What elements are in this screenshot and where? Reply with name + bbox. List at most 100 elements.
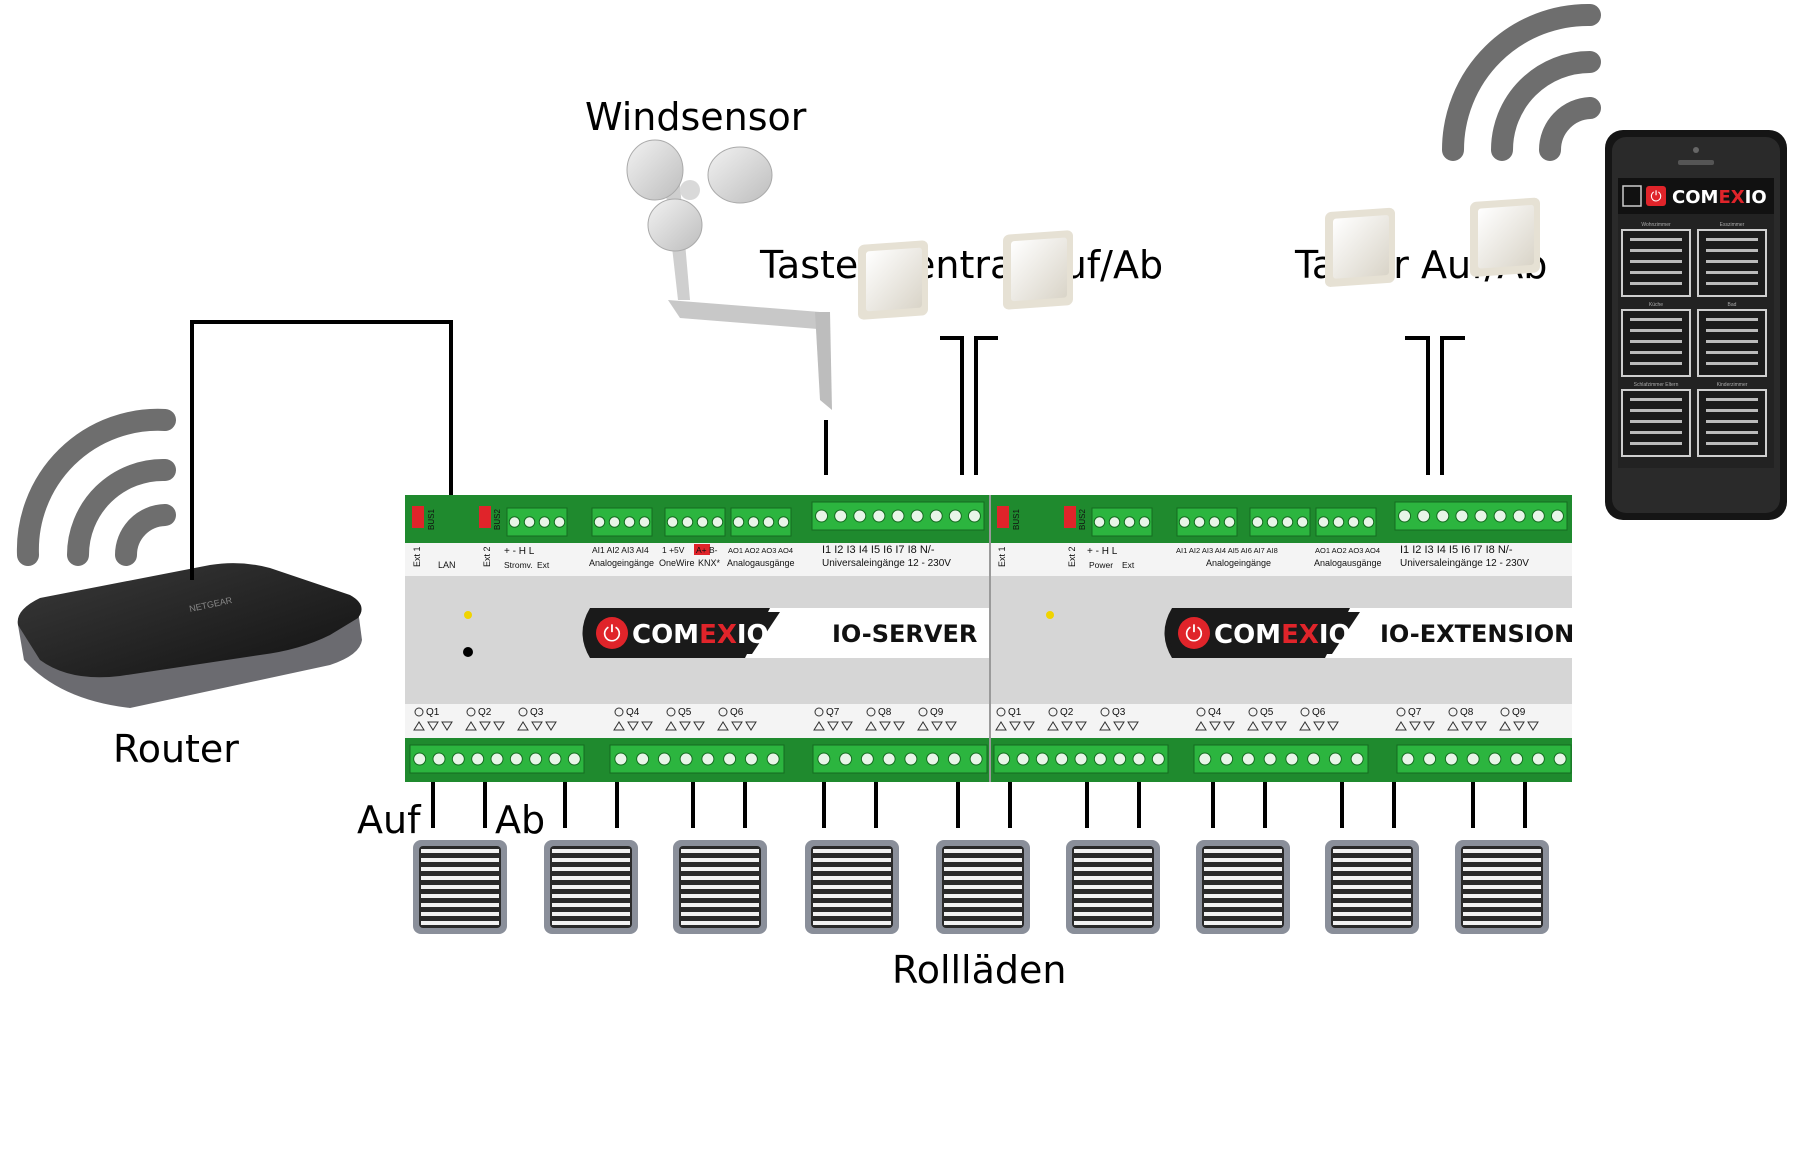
server-ai-top: AI1 AI2 AI3 AI4	[592, 545, 649, 555]
switch-aufab-wire-2	[1440, 336, 1465, 475]
terminal-block	[409, 744, 585, 774]
extension-ext2-text: Ext 2	[1067, 546, 1077, 567]
output-label: Q5	[1260, 707, 1274, 718]
server-ext1-text: Ext 1	[412, 546, 422, 567]
terminal-block	[506, 507, 568, 537]
shutter-icon	[413, 840, 507, 934]
output-label: Q8	[1460, 707, 1474, 718]
extension-power-text: Power	[1089, 560, 1113, 570]
extension-ext1-text: Ext 1	[997, 546, 1007, 567]
server-power-icon	[596, 617, 628, 649]
server-onewire-top: 1 +5V	[662, 545, 685, 555]
server-bus1-text: BUS1	[427, 509, 436, 530]
extension-brand-io: IO	[1319, 620, 1351, 650]
router-lan-cable	[190, 320, 453, 580]
router-label: Router	[113, 727, 239, 771]
server-inputs-label: Universaleingänge 12 - 230V	[822, 558, 951, 569]
phone-menu-icon	[1622, 185, 1642, 207]
phone-power-icon	[1646, 186, 1666, 206]
output-label: Q7	[826, 707, 840, 718]
terminal-block	[993, 744, 1169, 774]
output-label: Q3	[1112, 707, 1126, 718]
server-ao-label: Analogausgänge	[727, 558, 795, 568]
phone-brand-io: IO	[1745, 187, 1767, 208]
shutter-icon	[544, 840, 638, 934]
server-pm-text: + - H L	[504, 546, 535, 557]
extension-inputs-label: Universaleingänge 12 - 230V	[1400, 558, 1529, 569]
terminal-block	[811, 501, 985, 531]
extension-bus1-text: BUS1	[1012, 509, 1021, 530]
windsensor-label: Windsensor	[585, 95, 807, 139]
output-label: Q5	[678, 707, 692, 718]
svg-text:COMEXIO: COMEXIO	[1214, 620, 1351, 650]
terminal-block	[1176, 507, 1238, 537]
shutter-icon	[936, 840, 1030, 934]
output-label: Q6	[730, 707, 744, 718]
shutter-icon	[673, 840, 767, 934]
output-label: Q2	[478, 707, 492, 718]
extension-status-led	[1046, 611, 1054, 619]
router-device: NETGEAR	[17, 563, 362, 708]
server-ext-text: Ext	[537, 560, 550, 570]
extension-bus2-led	[1064, 506, 1076, 528]
terminal-block	[1315, 507, 1377, 537]
terminal-block	[1193, 744, 1369, 774]
shutter-icon	[805, 840, 899, 934]
server-model-text: IO-SERVER	[832, 620, 977, 648]
server-brand-com: COM	[632, 620, 699, 650]
switch-zentral-right	[1003, 230, 1073, 310]
phone-tile-label: Schlafzimmer Eltern	[1634, 382, 1679, 388]
server-onewire-label: OneWire	[659, 558, 695, 568]
server-inputs-top: I1 I2 I3 I4 I5 I6 I7 I8 N/-	[822, 544, 935, 556]
server-reset-hole	[463, 647, 473, 657]
phone-tile-label: Kinderzimmer	[1717, 382, 1748, 388]
switch-zentral-wire-2	[974, 336, 998, 475]
extension-bus2-text: BUS2	[1078, 509, 1087, 530]
terminal-block	[609, 744, 785, 774]
phone-brand-ex: EX	[1718, 187, 1744, 208]
svg-text:⏻: ⏻	[603, 622, 620, 647]
extension-ao-top: AO1 AO2 AO3 AO4	[1315, 546, 1380, 555]
terminal-block	[1394, 501, 1568, 531]
server-bus2-text: BUS2	[493, 509, 502, 530]
terminal-blocks	[409, 501, 1572, 774]
server-ai-label: Analogeingänge	[589, 558, 654, 568]
shutter-wires	[431, 782, 1527, 828]
server-knx-label: KNX*	[698, 558, 721, 568]
phone-brand-com: COM	[1672, 187, 1718, 208]
phone-tile-label: Küche	[1649, 302, 1663, 308]
shutter-icon	[1196, 840, 1290, 934]
shutter-icon	[1325, 840, 1419, 934]
svg-text:COMEXIO: COMEXIO	[632, 620, 769, 650]
output-label: Q8	[878, 707, 892, 718]
terminal-block	[1396, 744, 1572, 774]
terminal-block	[1091, 507, 1153, 537]
server-ao-top: AO1 AO2 AO3 AO4	[728, 546, 793, 555]
phone-tile-label: Bad	[1728, 302, 1737, 308]
extension-inputs-top: I1 I2 I3 I4 I5 I6 I7 I8 N/-	[1400, 544, 1513, 556]
server-bus2-led	[479, 506, 491, 528]
output-label: Q7	[1408, 707, 1422, 718]
terminal-block	[664, 507, 726, 537]
windsensor-device	[626, 139, 832, 410]
server-strom-text: Stromv.	[504, 560, 533, 570]
switch-zentral-wire-1	[940, 336, 964, 475]
terminal-block	[591, 507, 653, 537]
switch-aufab-left	[1325, 207, 1395, 287]
ab-label: Ab	[495, 798, 545, 842]
server-lan-text: LAN	[438, 560, 456, 570]
wifi-icon-phone	[1442, 3, 1601, 161]
io-server-module: BUS1 BUS2 Ext 1 Ext 2 LAN + - H L Stromv…	[405, 495, 990, 782]
svg-text:⏻: ⏻	[1185, 622, 1202, 647]
rolllaeden-label: Rollläden	[892, 948, 1067, 992]
extension-model-text: IO-EXTENSION	[1380, 620, 1574, 648]
switch-zentral-left	[858, 240, 928, 320]
output-label: Q2	[1060, 707, 1074, 718]
phone-tile-label: Wohnzimmer	[1641, 222, 1671, 228]
taster-zentral-label: Taster Zentral-Auf/Ab	[759, 243, 1163, 287]
extension-power-icon	[1178, 617, 1210, 649]
extension-ext-text: Ext	[1122, 560, 1135, 570]
